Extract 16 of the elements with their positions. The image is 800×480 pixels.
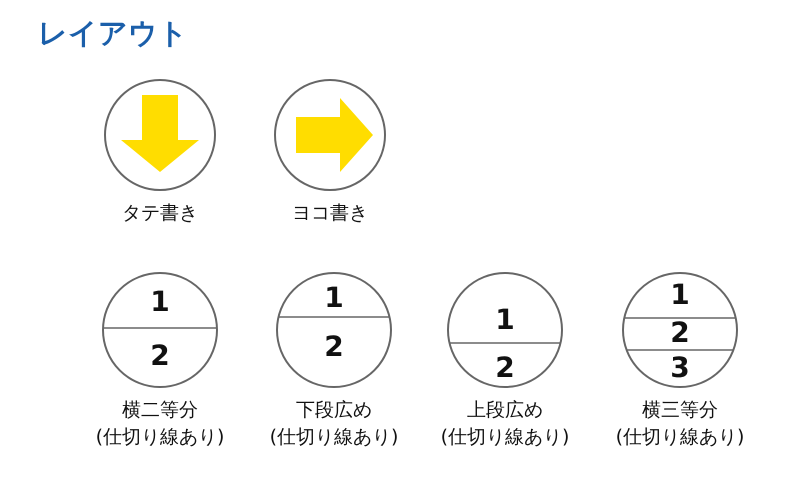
section-number: 2 bbox=[670, 317, 690, 349]
layout-caption: 上段広め (仕切り線あり) bbox=[440, 398, 570, 450]
section-number: 2 bbox=[324, 331, 344, 363]
section-number: 1 bbox=[150, 286, 170, 318]
section-number: 2 bbox=[495, 352, 515, 384]
layout-caption: ヨコ書き bbox=[292, 201, 368, 226]
section-number: 2 bbox=[150, 340, 170, 372]
section-number: 1 bbox=[324, 282, 344, 314]
layout-caption: タテ書き bbox=[122, 201, 198, 226]
section-number: 3 bbox=[670, 352, 690, 384]
layout-caption: 横三等分 (仕切り線あり) bbox=[614, 398, 746, 450]
heading: レイアウト bbox=[38, 15, 188, 52]
section-number: 1 bbox=[670, 279, 690, 311]
section-number: 1 bbox=[495, 304, 515, 336]
layout-caption: 横二等分 (仕切り線あり) bbox=[94, 398, 226, 450]
layout-caption: 下段広め (仕切り線あり) bbox=[268, 398, 400, 450]
